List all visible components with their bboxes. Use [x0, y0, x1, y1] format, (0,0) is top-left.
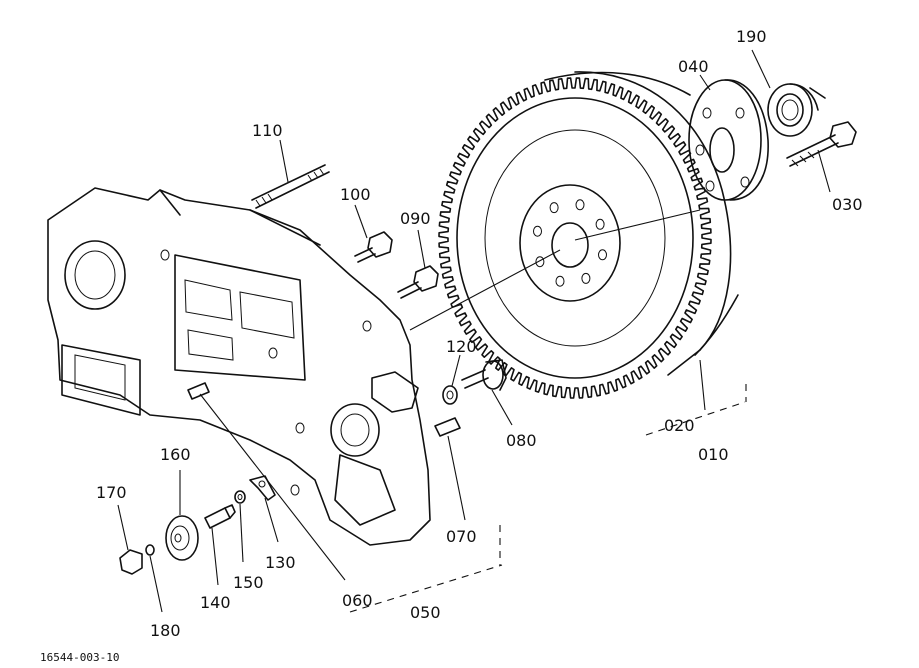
dowel-pin-070 — [434, 417, 461, 437]
label-060: 060 — [342, 591, 373, 610]
bolt-hole — [575, 199, 585, 211]
label-120: 120 — [446, 337, 477, 356]
bolt-hole — [533, 225, 542, 237]
flywheel-020 — [438, 71, 739, 399]
dowel-pin-060 — [187, 382, 210, 400]
washer-150 — [234, 490, 246, 504]
flywheel-bolt-holes — [533, 199, 607, 287]
bolt-hole — [549, 202, 559, 214]
label-030: 030 — [832, 195, 863, 214]
bolt-100 — [354, 231, 393, 263]
washer-120 — [442, 385, 458, 405]
leader-lines — [117, 49, 831, 613]
flywheel-housing-050 — [47, 187, 431, 546]
label-130: 130 — [265, 553, 296, 572]
label-090: 090 — [400, 209, 431, 228]
bolt-080 — [461, 359, 507, 391]
bolt-030 — [786, 121, 857, 167]
label-010: 010 — [698, 445, 729, 464]
label-180: 180 — [150, 621, 181, 640]
bolt-hole — [535, 256, 545, 268]
label-080: 080 — [506, 431, 537, 450]
bolt-hole — [555, 275, 565, 287]
bracket-130 — [249, 475, 276, 501]
label-070: 070 — [446, 527, 477, 546]
coupling-040 — [688, 79, 769, 201]
cover-plate-160 — [165, 515, 199, 561]
label-160: 160 — [160, 445, 191, 464]
label-140: 140 — [200, 593, 231, 612]
bearing-190 — [767, 83, 826, 137]
bolt-hole — [581, 272, 591, 284]
bolt-090 — [397, 265, 439, 299]
bolt-hole — [595, 218, 605, 230]
label-110: 110 — [252, 121, 283, 140]
bolt-hole — [598, 249, 607, 261]
part-labels: 110 100 090 190 040 030 120 080 070 020 … — [40, 27, 863, 664]
stud-110 — [251, 164, 330, 209]
washer-180 — [145, 544, 155, 556]
label-100: 100 — [340, 185, 371, 204]
nut-170 — [119, 549, 143, 575]
label-020: 020 — [664, 416, 695, 435]
label-190: 190 — [736, 27, 767, 46]
label-040: 040 — [678, 57, 709, 76]
label-150: 150 — [233, 573, 264, 592]
label-170: 170 — [96, 483, 127, 502]
label-050: 050 — [410, 603, 441, 622]
screw-140 — [204, 504, 236, 529]
group-brackets — [349, 384, 747, 613]
drawing-reference: 16544-003-10 — [40, 651, 119, 664]
